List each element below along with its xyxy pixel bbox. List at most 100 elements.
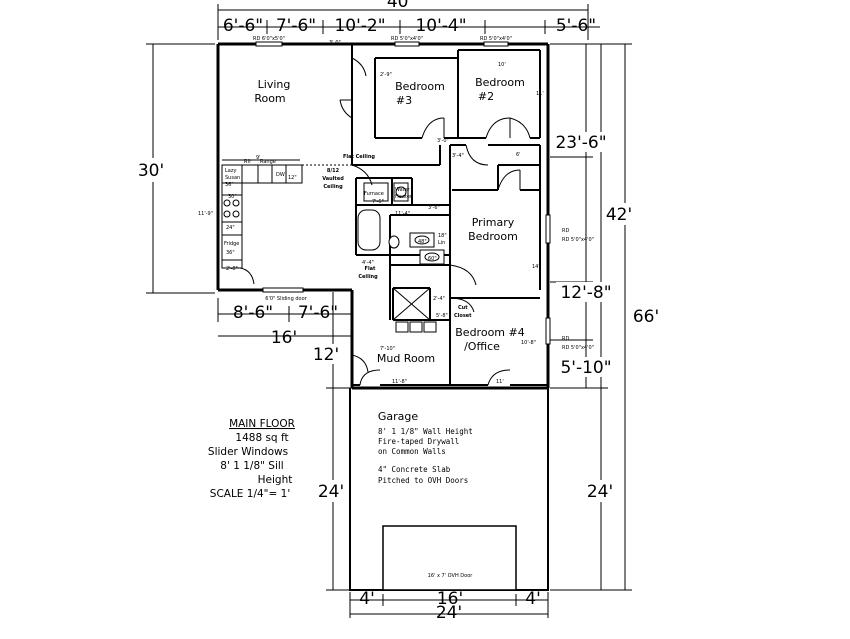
left-wing-seg-2: 7'-6" — [298, 303, 338, 323]
flat-ceiling-label: Flat Ceiling — [343, 154, 375, 160]
interior-walls — [351, 44, 548, 386]
room-labels: Living Room Bedroom #3 Bedroom #2 Primar… — [254, 76, 525, 423]
dim-mud-11-8: 11'-8" — [392, 379, 407, 385]
garage-notes: 8' 1 1/8" Wall Height Fire-taped Drywall… — [378, 427, 473, 579]
dim-3-4: 3'-4" — [452, 153, 464, 159]
rfr-label: Rfr — [244, 159, 252, 165]
flat-ceiling-2-label-1: Flat — [365, 266, 377, 272]
ceiling-break-lines — [222, 159, 352, 166]
info-title: MAIN FLOOR — [229, 418, 295, 430]
dim-60: 60" — [428, 256, 437, 262]
right-segment-3: 5'-10" — [560, 358, 611, 378]
dim-b4-10-8: 10'-8" — [521, 340, 536, 346]
range-label: Range — [260, 159, 276, 165]
info-line-4: Height — [258, 474, 293, 486]
total-width-label: 40' — [387, 0, 413, 12]
window-b2-label: RD 5'0"x4'0" — [480, 36, 512, 42]
dim-7-6: 7'-6" — [372, 199, 384, 205]
dim-mud-7-10: 7'-10" — [380, 346, 395, 352]
garage-seg-1: 4' — [359, 589, 375, 609]
ovh-door-label: 16' x 7' OVH Door — [428, 573, 474, 579]
garage-bottom-dimensions: 4' 16' 4' 24' — [349, 589, 549, 623]
left-dimensions: 30' — [136, 43, 215, 294]
vaulted-label-1: 8/12 — [327, 168, 340, 174]
total-depth-label: 66' — [633, 307, 659, 327]
dim-b3-top: 3'-0" — [329, 40, 341, 46]
dim-b4-11: 11' — [496, 379, 504, 385]
dim-hall-11-4: 11'-4" — [395, 211, 410, 217]
garage-note-6: Pitched to OVH Doors — [378, 476, 468, 485]
closet-label-1: Cut — [458, 305, 468, 311]
dim-3-0: 3'-0" — [437, 138, 449, 144]
small-labels: RD 6'0"x5'0" RD 5'0"x4'0" RD 5'0"x4'0" R… — [198, 36, 594, 385]
dim-6: 6' — [516, 152, 521, 158]
dim-9: 9' — [256, 155, 261, 161]
kitchen-cabinets — [221, 164, 303, 269]
garage-note-1: 8' 1 1/8" Wall Height — [378, 427, 473, 436]
info-line-3: 8' 1 1/8" Sill — [220, 460, 283, 472]
garage-note-2: Fire-taped Drywall — [378, 437, 459, 446]
garage-label: Garage — [378, 410, 419, 423]
bedroom2-label-1: Bedroom — [475, 76, 525, 89]
water-heater-label-1: Water — [395, 187, 411, 193]
left-wing-width: 16' — [271, 328, 297, 348]
dim-b2-11: 11' — [536, 91, 544, 97]
upper-depth-label: 42' — [606, 205, 632, 225]
top-segment-5: 5'-6" — [556, 16, 596, 36]
dim-2-4: 2'-4" — [433, 296, 445, 302]
fridge-label-2: 36" — [226, 250, 235, 256]
furnace-label: Furnace — [364, 191, 384, 197]
window-living-label: RD 6'0"x5'0" — [253, 36, 285, 42]
garage-note-3: on Common Walls — [378, 447, 446, 456]
window-primary-label: RD 5'0"x4'0" — [562, 237, 594, 243]
bedroom2-label-2: #2 — [478, 90, 494, 103]
dim-2-9: 2'-9" — [380, 72, 392, 78]
bedroom4-label-2: /Office — [464, 340, 500, 353]
dim-primary-14: 14' — [532, 264, 540, 270]
info-line-2: Slider Windows — [208, 446, 288, 458]
primary-bedroom-label-2: Bedroom — [468, 230, 518, 243]
left-depth-label: 30' — [138, 161, 164, 181]
window-b4-label: RD 5'0"x4'0" — [562, 345, 594, 351]
top-segment-2: 7'-6" — [276, 16, 316, 36]
lazy-susan-2: Susan — [225, 175, 240, 181]
garage-left-dimensions: 12' 24' — [312, 292, 352, 591]
bedroom3-label-2: #3 — [396, 94, 412, 107]
right-segment-2: 12'-8" — [560, 283, 611, 303]
right-dimensions: 66' 42' 24' 23'-6" 12'-8" 5'-10" — [550, 43, 662, 591]
bathroom-fixtures — [357, 182, 445, 333]
dw-label: DW — [276, 172, 285, 178]
dim-4-4: 4'-4" — [362, 260, 374, 266]
top-dimensions: 40' 6'-6" 7'-6" 10'-2" 10'-4" 5'-6" — [217, 0, 600, 40]
window-b3-label: RD 5'0"x4'0" — [391, 36, 423, 42]
windows — [255, 41, 551, 345]
living-room-label-1: Living — [258, 78, 291, 91]
vaulted-label-2: Vaulted — [322, 176, 344, 182]
primary-bedroom-label-1: Primary — [472, 216, 515, 229]
closet-label-2: Closet — [454, 313, 472, 319]
garage-total-width: 24' — [436, 603, 462, 623]
dim-5-8: 5'-8" — [436, 313, 448, 319]
top-segment-4: 10'-4" — [415, 16, 466, 36]
fridge-label-1: Fridge — [224, 241, 239, 247]
linen-label-1: 18" — [438, 233, 447, 239]
dim-top-10: 10' — [498, 62, 506, 68]
dim-30: 30" — [228, 194, 237, 200]
vaulted-label-3: Ceiling — [323, 184, 343, 190]
window-b4-label-a: RD — [562, 336, 569, 342]
garage-depth-left: 24' — [318, 482, 344, 502]
info-line-1: 1488 sq ft — [235, 432, 288, 444]
door-swings — [239, 57, 531, 386]
garage-depth-right: 24' — [587, 482, 613, 502]
lazy-susan-1: Lazy — [225, 168, 236, 174]
garage-door — [382, 525, 517, 591]
info-line-5: SCALE 1/4"= 1' — [210, 488, 290, 500]
top-segment-3: 10'-2" — [334, 16, 385, 36]
left-wing-dimensions: 8'-6" 7'-6" 16' — [217, 298, 353, 348]
garage-seg-2: 16' — [437, 589, 463, 609]
dim-12: 12" — [288, 175, 297, 181]
dim-2-8: 2'-8" — [226, 266, 238, 272]
garage-seg-3: 4' — [525, 589, 541, 609]
linen-label-2: Lin — [438, 240, 445, 246]
